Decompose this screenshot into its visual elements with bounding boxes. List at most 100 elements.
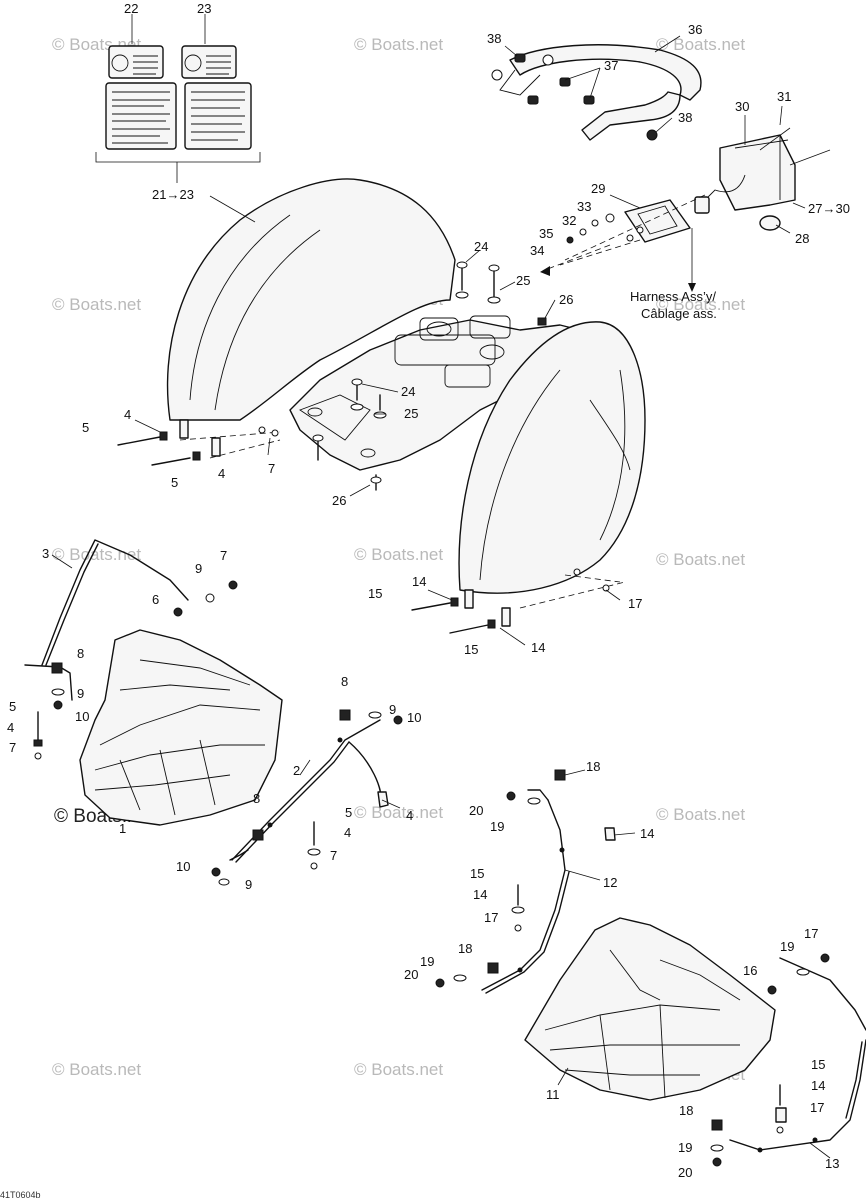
callout-10: 10 — [407, 710, 421, 725]
callout-8: 8 — [77, 646, 84, 661]
handle-bar — [509, 44, 702, 101]
callout-2: 2 — [293, 763, 300, 778]
callout-27-30: 27→30 — [808, 201, 850, 216]
right-footwell — [435, 769, 866, 1167]
connector — [694, 196, 710, 214]
watermark: © Boats.net — [52, 295, 141, 314]
tail-light-housing — [719, 134, 796, 211]
callout-10: 10 — [75, 709, 89, 724]
callout-33: 33 — [577, 199, 591, 214]
callout-23: 23 — [197, 1, 211, 16]
callout-5: 5 — [9, 699, 16, 714]
harness-note-line1: Harness Ass’y/ — [630, 289, 716, 304]
watermark: © Boats.net — [52, 1060, 141, 1079]
callout-14: 14 — [473, 887, 487, 902]
callout-19: 19 — [420, 954, 434, 969]
callout-7: 7 — [330, 848, 337, 863]
callout-15: 15 — [464, 642, 478, 657]
decal-symbol — [184, 54, 202, 72]
callout-18: 18 — [458, 941, 472, 956]
callout-17: 17 — [810, 1100, 824, 1115]
callout-5: 5 — [82, 420, 89, 435]
callout-17: 17 — [484, 910, 498, 925]
callout-31: 31 — [777, 89, 791, 104]
grab-handle — [491, 44, 702, 141]
callout-8: 8 — [253, 791, 260, 806]
callout-7: 7 — [268, 461, 275, 476]
callout-labels: 22 23 21→23 38 36 37 38 30 31 29 33 32 3… — [7, 1, 850, 1180]
decal-symbol — [111, 54, 129, 72]
watermark: © Boats.net — [354, 35, 443, 54]
callout-14: 14 — [531, 640, 545, 655]
callout-7: 7 — [9, 740, 16, 755]
footwell-1 — [79, 629, 283, 826]
callout-15: 15 — [470, 866, 484, 881]
callout-34: 34 — [530, 243, 544, 258]
callout-3: 3 — [42, 546, 49, 561]
callout-26: 26 — [559, 292, 573, 307]
callout-1: 1 — [119, 821, 126, 836]
callout-15: 15 — [368, 586, 382, 601]
watermark: © Boats.net — [656, 805, 745, 824]
callout-24: 24 — [474, 239, 488, 254]
fender-left-wing — [166, 178, 456, 421]
tail-light — [540, 127, 831, 292]
callout-28: 28 — [795, 231, 809, 246]
callout-16: 16 — [743, 963, 757, 978]
callout-8: 8 — [341, 674, 348, 689]
callout-4: 4 — [218, 466, 225, 481]
callout-19: 19 — [678, 1140, 692, 1155]
callout-4: 4 — [344, 825, 351, 840]
callout-6: 6 — [152, 592, 159, 607]
callout-21-23: 21→23 — [152, 187, 194, 202]
callout-9: 9 — [77, 686, 84, 701]
watermark: © Boats.net — [656, 35, 745, 54]
callout-32: 32 — [562, 213, 576, 228]
callout-35: 35 — [539, 226, 553, 241]
callout-38: 38 — [487, 31, 501, 46]
callout-5: 5 — [345, 805, 352, 820]
callout-20: 20 — [404, 967, 418, 982]
watermark: © Boats.net — [656, 550, 745, 569]
callout-4: 4 — [7, 720, 14, 735]
callout-12: 12 — [603, 875, 617, 890]
callout-18: 18 — [679, 1103, 693, 1118]
callout-38: 38 — [678, 110, 692, 125]
callout-9: 9 — [245, 877, 252, 892]
callout-20: 20 — [678, 1165, 692, 1180]
rear-fender — [166, 178, 646, 594]
watermark: © Boats.net — [354, 545, 443, 564]
callout-20: 20 — [469, 803, 483, 818]
callout-9: 9 — [389, 702, 396, 717]
watermark: © Boats.net — [354, 1060, 443, 1079]
drawing-code: 41T0604b — [0, 1190, 41, 1200]
callout-5: 5 — [171, 475, 178, 490]
light-frame-29 — [624, 199, 691, 243]
callout-4: 4 — [406, 808, 413, 823]
callout-17: 17 — [804, 926, 818, 941]
callout-17: 17 — [628, 596, 642, 611]
fender-fasteners — [117, 261, 626, 634]
callout-4: 4 — [124, 407, 131, 422]
callout-7: 7 — [220, 548, 227, 563]
callout-25: 25 — [516, 273, 530, 288]
callout-22: 22 — [124, 1, 138, 16]
decal-bracket — [95, 152, 261, 163]
callout-10: 10 — [176, 859, 190, 874]
watermark: © Boats.net — [354, 803, 443, 822]
callout-14: 14 — [412, 574, 426, 589]
callout-9: 9 — [195, 561, 202, 576]
left-footwell — [24, 539, 403, 886]
decal-group — [95, 14, 261, 183]
leader-lines — [51, 35, 831, 1159]
decal-21-left — [105, 82, 177, 150]
fender-right-wing — [458, 321, 646, 594]
watermark: © Boats.net — [656, 295, 745, 314]
callout-14: 14 — [640, 826, 654, 841]
callout-15: 15 — [811, 1057, 825, 1072]
footwell-11 — [524, 917, 776, 1101]
callout-24: 24 — [401, 384, 415, 399]
callout-19: 19 — [780, 939, 794, 954]
callout-25: 25 — [404, 406, 418, 421]
